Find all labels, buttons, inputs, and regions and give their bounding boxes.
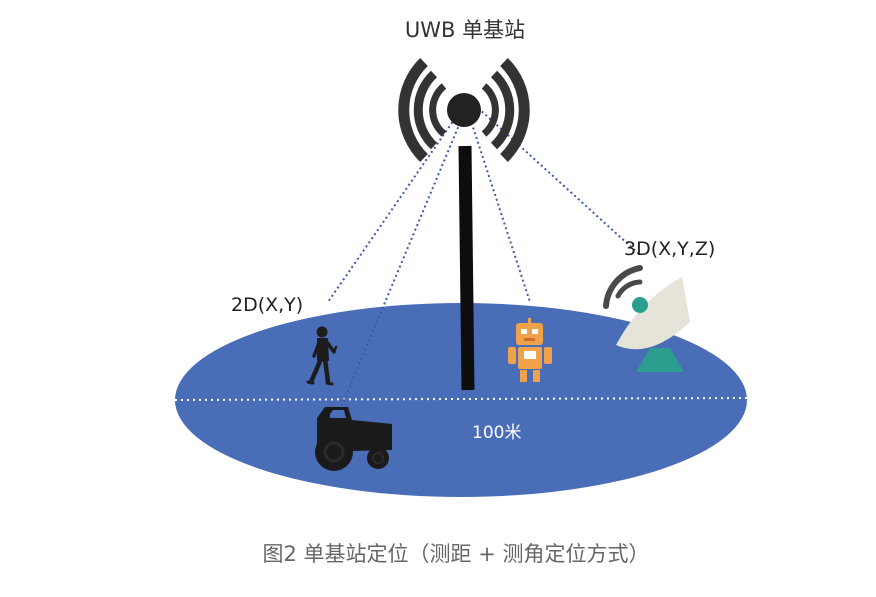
link-to-2d-tag [327, 113, 459, 303]
person-walking-icon [306, 326, 338, 386]
antenna-signal-icon [398, 58, 530, 162]
satellite-dish-icon [603, 265, 690, 372]
label-2d-position: 2D(X,Y) [231, 294, 304, 316]
link-to-robot [469, 117, 531, 303]
tower-pole [458, 145, 475, 391]
diagram-title: UWB 单基站 [404, 18, 526, 42]
tractor-icon [315, 407, 392, 471]
label-3d-position: 3D(X,Y,Z) [624, 238, 716, 260]
label-distance: 100米 [472, 423, 522, 443]
robot-icon [508, 318, 552, 382]
figure-caption: 图2 单基站定位（测距 + 测角定位方式） [262, 542, 650, 566]
